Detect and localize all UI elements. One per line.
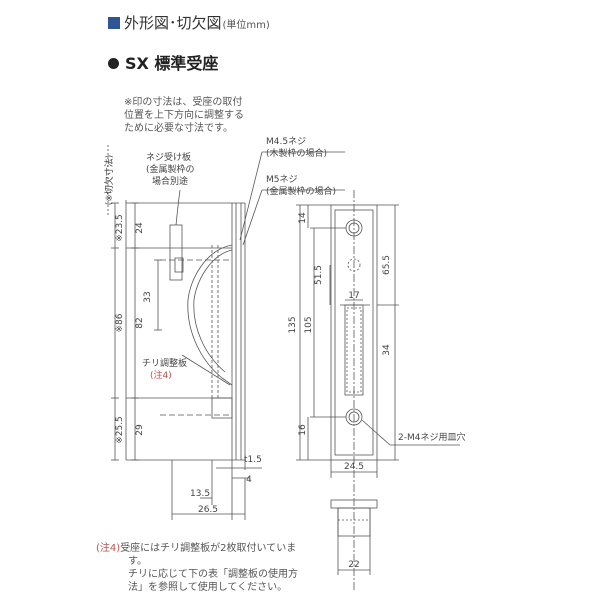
m45-label: M4.5ネジ	[266, 136, 306, 147]
note-4: (注4)受座にはチリ調整板が2枚取付いていま す。 チリに応じて下の表「調整板の…	[96, 542, 298, 594]
m45-sub-label: (木製枠の場合)	[266, 147, 327, 159]
dim-245: 24.5	[344, 462, 364, 472]
screw-plate-label: (金属製枠の	[146, 163, 195, 175]
dim-255: ※25.5	[115, 416, 125, 444]
note-4-line: チリに応じて下の表「調整板の使用方	[128, 569, 298, 580]
chiri-plate-label: チリ調整板	[142, 357, 187, 369]
dim-82: 82	[135, 317, 145, 328]
dim-265: 26.5	[198, 505, 218, 515]
dim-34: 34	[382, 344, 392, 356]
note-4-tag: (注4)	[96, 543, 121, 554]
section-title: 外形図･切欠図	[124, 14, 222, 32]
dim-33: 33	[143, 291, 153, 302]
dim-22: 22	[348, 560, 359, 570]
dim-16: 16	[298, 424, 308, 436]
dim-86: ※86	[115, 313, 125, 332]
dim-14: 14	[298, 212, 308, 224]
dim-17: 17	[348, 291, 359, 301]
product-heading: SX 標準受座	[108, 50, 218, 74]
note-line: ※印の寸法は、受座の取付	[124, 97, 243, 108]
screw-plate-label: 場合別途	[152, 175, 188, 187]
note-4-line: 法」を参照して使用してください。	[128, 582, 288, 593]
dim-515: 51.5	[314, 265, 324, 285]
note-line: ために必要な寸法です。	[124, 123, 233, 134]
dim-135: 135	[288, 316, 298, 333]
dim-4: 4	[246, 475, 252, 485]
dim-29: 29	[135, 424, 145, 436]
unit-label: (単位mm)	[222, 20, 270, 31]
section-header: 外形図･切欠図 (単位mm)	[108, 12, 270, 33]
m5-sub-label: (金属製枠の場合)	[266, 185, 336, 197]
note-4-line: 受座にはチリ調整板が2枚取付いていま	[120, 543, 297, 554]
cutout-label: (※切欠寸法)	[103, 155, 115, 206]
dim-235: ※23.5	[115, 214, 125, 242]
screw-plate-label: ネジ受け板	[146, 151, 191, 163]
dim-105: 105	[304, 316, 314, 333]
bullet-icon	[108, 58, 119, 69]
m4-hole-label: 2-M4ネジ用皿穴	[398, 431, 465, 443]
dimension-note: ※印の寸法は、受座の取付 位置を上下方向に調整する ために必要な寸法です。	[124, 96, 244, 135]
blue-square-icon	[108, 17, 120, 29]
note-4-line: す。	[128, 556, 147, 567]
dim-135-left: 13.5	[190, 489, 210, 499]
note-line: 位置を上下方向に調整する	[124, 110, 244, 121]
m5-label: M5ネジ	[266, 174, 298, 185]
dim-t15: t1.5	[244, 455, 262, 465]
chiri-note-ref: (注4)	[150, 369, 172, 381]
product-name: SX 標準受座	[125, 54, 219, 73]
dim-655: 65.5	[382, 255, 392, 275]
dim-24: 24	[135, 222, 145, 234]
